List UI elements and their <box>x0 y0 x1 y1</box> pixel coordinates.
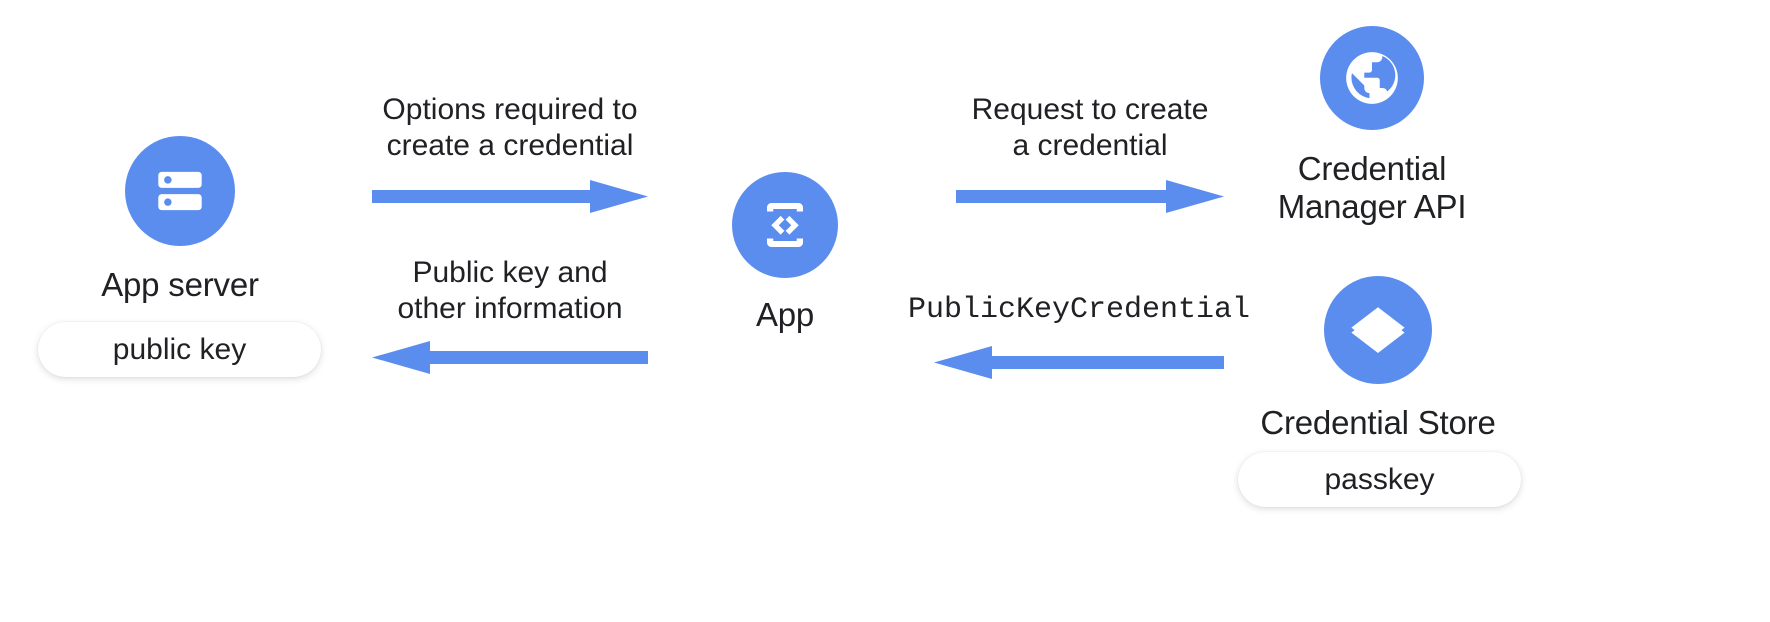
node-credential-manager-api-label: Credential Manager API <box>1277 150 1467 226</box>
arrow-left-public-key-and-other-information <box>372 337 648 377</box>
server-icon <box>125 136 235 246</box>
flow-public-key-credential: PublicKeyCredential <box>908 292 1250 382</box>
node-app-server-label: App server <box>101 266 259 303</box>
flow-request-to-create-caption: Request to create a credential <box>971 93 1209 162</box>
flow-options-required: Options required to create a credential <box>355 92 665 216</box>
layers-icon <box>1324 276 1432 384</box>
node-credential-manager-api: Credential Manager API <box>1252 26 1492 227</box>
globe-icon <box>1320 26 1424 130</box>
flow-request-to-create: Request to create a credential <box>940 92 1240 216</box>
flow-public-key-and-other-information: Public key and other information <box>355 255 665 377</box>
node-credential-store-label: Credential Store <box>1260 404 1496 441</box>
mobile-code-icon <box>732 172 838 278</box>
node-credential-store: Credential Store <box>1258 276 1498 442</box>
node-app-label: App <box>755 296 815 333</box>
node-app: App <box>700 172 870 334</box>
flow-options-required-caption: Options required to create a credential <box>382 93 638 162</box>
arrow-right-options-required <box>372 176 648 216</box>
pill-public-key-label: public key <box>112 332 247 366</box>
pill-public-key: public key <box>38 322 321 377</box>
node-app-server: App server <box>60 136 300 304</box>
arrow-right-request-to-create <box>956 176 1224 216</box>
arrow-left-public-key-credential <box>934 342 1224 382</box>
pill-passkey-label: passkey <box>1324 462 1435 496</box>
pill-passkey: passkey <box>1238 452 1521 507</box>
flow-public-key-and-other-information-caption: Public key and other information <box>397 256 623 325</box>
flow-public-key-credential-caption: PublicKeyCredential <box>907 293 1251 327</box>
